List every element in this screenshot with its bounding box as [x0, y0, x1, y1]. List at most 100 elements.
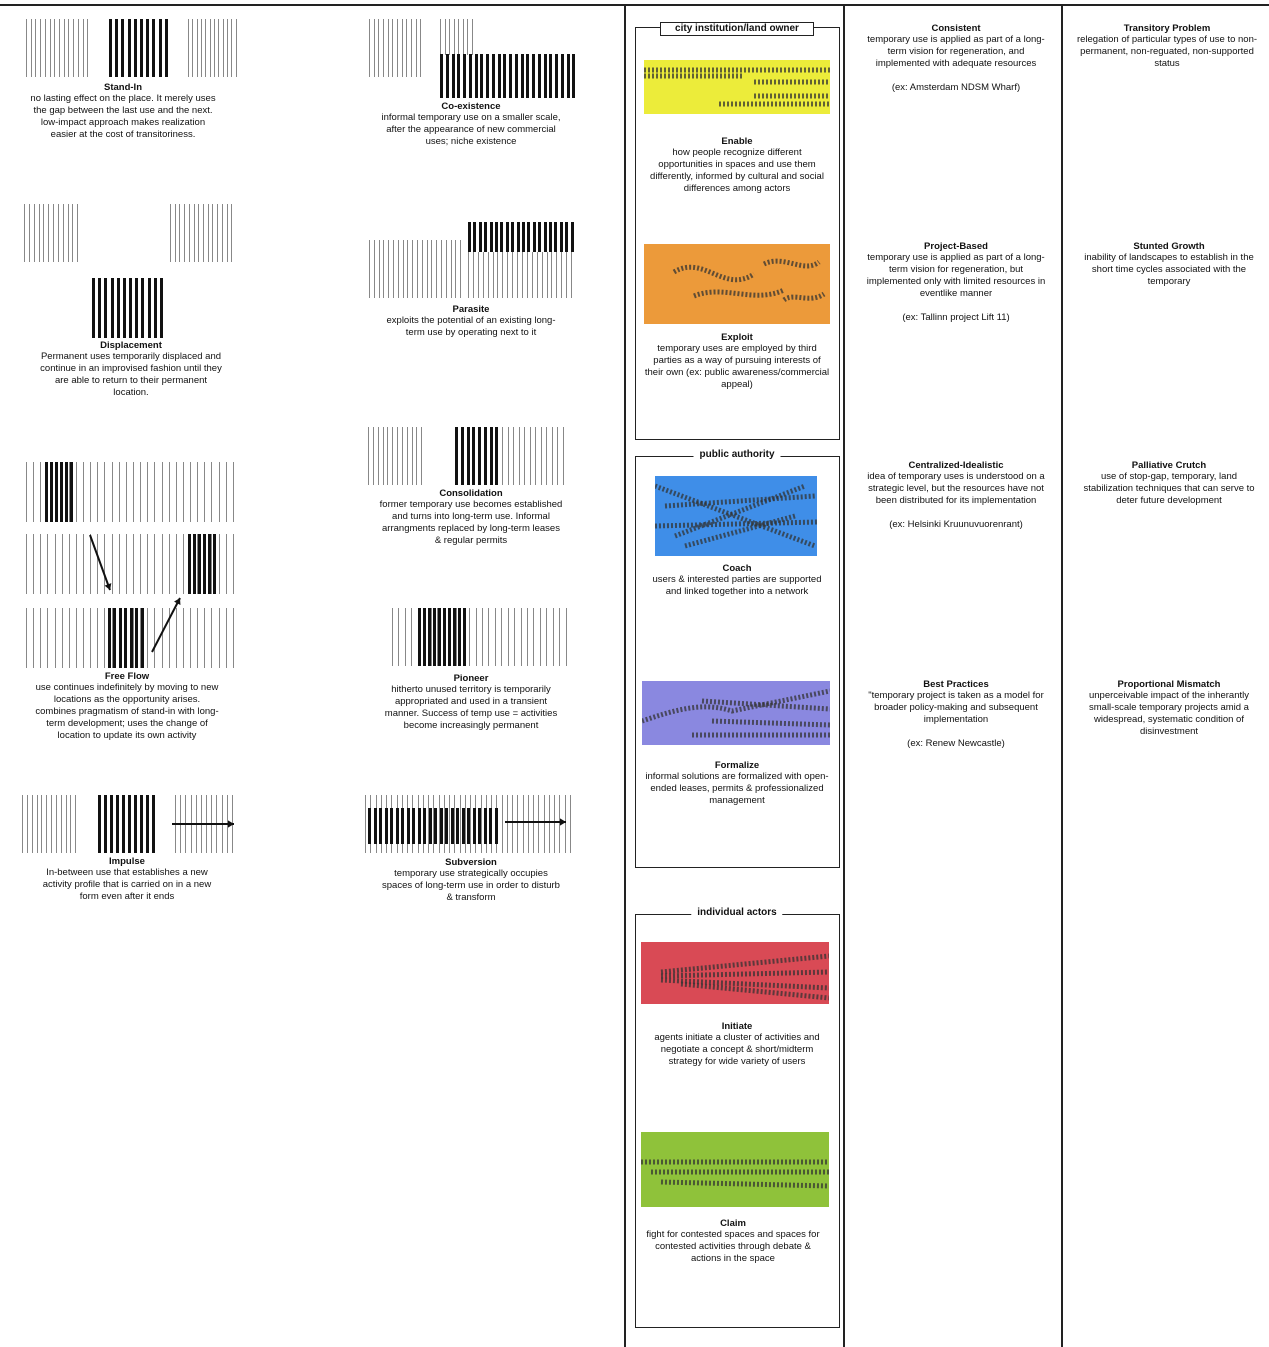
- barcode-line: [483, 808, 487, 844]
- barcode-line: [198, 534, 201, 594]
- barcode-line: [450, 240, 452, 298]
- outcome-consistent: Consistent temporary use is applied as p…: [863, 23, 1049, 93]
- barcode-line: [501, 795, 503, 853]
- barcode-line: [205, 19, 207, 77]
- barcode-pattern: [98, 795, 158, 853]
- barcode-line: [449, 19, 450, 55]
- barcode-line: [30, 19, 32, 77]
- barcode-line: [552, 608, 554, 666]
- barcode-line: [417, 808, 421, 844]
- outcome-desc: use of stop-gap, temporary, land stabili…: [1083, 471, 1255, 506]
- outcome-title: Palliative Crutch: [1131, 460, 1207, 471]
- barcode-line: [572, 54, 576, 98]
- strategy-subversion: Subversion temporary use strategically o…: [378, 857, 564, 904]
- barcode-line: [40, 608, 42, 668]
- barcode-line: [551, 252, 553, 298]
- barcode-line: [231, 204, 233, 262]
- barcode-line: [489, 222, 493, 252]
- barcode-line: [154, 608, 156, 668]
- barcode-line: [524, 427, 525, 485]
- barcode-line: [502, 427, 503, 485]
- strategy-title: Consolidation: [439, 488, 503, 499]
- barcode-line: [209, 19, 211, 77]
- barcode-line: [554, 222, 558, 252]
- barcode-pattern: [468, 222, 576, 252]
- barcode-line: [153, 278, 157, 338]
- barcode-line: [487, 252, 489, 298]
- barcode-line: [486, 54, 489, 98]
- barcode-line: [110, 795, 113, 853]
- barcode-line: [61, 608, 63, 668]
- barcode-line: [453, 19, 455, 55]
- barcode-line: [179, 204, 181, 262]
- barcode-line: [500, 222, 504, 252]
- barcode-line: [208, 534, 211, 594]
- barcode-line: [431, 240, 433, 298]
- barcode-line: [158, 19, 162, 77]
- barcode-line: [497, 252, 499, 298]
- barcode-line: [450, 808, 454, 844]
- barcode-line: [129, 608, 133, 668]
- strategy-pioneer: Pioneer hitherto unused territory is tem…: [378, 673, 564, 732]
- barcode-line: [108, 608, 111, 668]
- barcode-line: [182, 608, 184, 668]
- barcode-line: [26, 608, 27, 668]
- barcode-line: [54, 19, 56, 77]
- barcode-line: [226, 204, 228, 262]
- barcode-line: [423, 808, 426, 844]
- outcome-title: Best Practices: [923, 679, 989, 690]
- barcode-line: [535, 427, 536, 485]
- barcode-line: [225, 608, 227, 668]
- barcode-line: [62, 204, 64, 262]
- barcode-line: [466, 427, 470, 485]
- barcode-line: [59, 19, 60, 77]
- outcome-example: (ex: Helsinki Kruunuvuorenrant): [889, 519, 1023, 530]
- barcode-line: [520, 608, 522, 666]
- barcode-line: [98, 278, 102, 338]
- barcode-line: [543, 795, 545, 853]
- barcode-line: [373, 808, 377, 844]
- barcode-line: [41, 795, 43, 853]
- barcode-line: [392, 19, 394, 77]
- barcode-line: [140, 462, 142, 522]
- barcode-line: [517, 795, 519, 853]
- barcode-line: [118, 462, 120, 522]
- barcode-line: [444, 19, 446, 55]
- barcode-line: [90, 462, 92, 522]
- hatch-pattern: [655, 483, 817, 549]
- barcode-line: [458, 608, 461, 666]
- barcode-line: [406, 19, 408, 77]
- barcode-line: [154, 462, 156, 522]
- barcode-line: [225, 534, 227, 594]
- outcome-title: Transitory Problem: [1123, 23, 1211, 34]
- claim-illustration: [641, 1132, 829, 1207]
- barcode-line: [68, 462, 70, 522]
- barcode-line: [538, 222, 542, 252]
- barcode-line: [533, 608, 535, 666]
- barcode-line: [232, 534, 234, 594]
- actor-item-claim: Claim fight for contested spaces and spa…: [640, 1218, 826, 1265]
- barcode-line: [133, 462, 134, 522]
- barcode-line: [404, 608, 406, 666]
- barcode-line: [475, 608, 477, 666]
- outcome-desc: relegation of particular types of use to…: [1076, 34, 1258, 69]
- barcode-line: [36, 795, 38, 853]
- actor-item-title: Exploit: [721, 332, 753, 343]
- barcode-pattern: [188, 534, 218, 594]
- barcode-line: [57, 204, 59, 262]
- barcode-line: [529, 427, 531, 485]
- strategy-desc: exploits the potential of an existing lo…: [386, 315, 556, 338]
- actor-item-desc: temporary uses are employed by third par…: [644, 343, 830, 390]
- barcode-line: [104, 608, 106, 668]
- barcode-line: [197, 608, 199, 668]
- barcode-line: [457, 54, 461, 98]
- barcode-pattern: [26, 608, 240, 668]
- actor-item-desc: fight for contested spaces and spaces fo…: [646, 1229, 820, 1264]
- barcode-line: [506, 795, 508, 853]
- strategy-title: Subversion: [445, 857, 497, 868]
- strategy-desc: temporary use strategically occupies spa…: [382, 868, 560, 903]
- barcode-line: [433, 608, 436, 666]
- barcode-line: [50, 462, 53, 522]
- barcode-line: [212, 204, 214, 262]
- barcode-line: [546, 252, 548, 298]
